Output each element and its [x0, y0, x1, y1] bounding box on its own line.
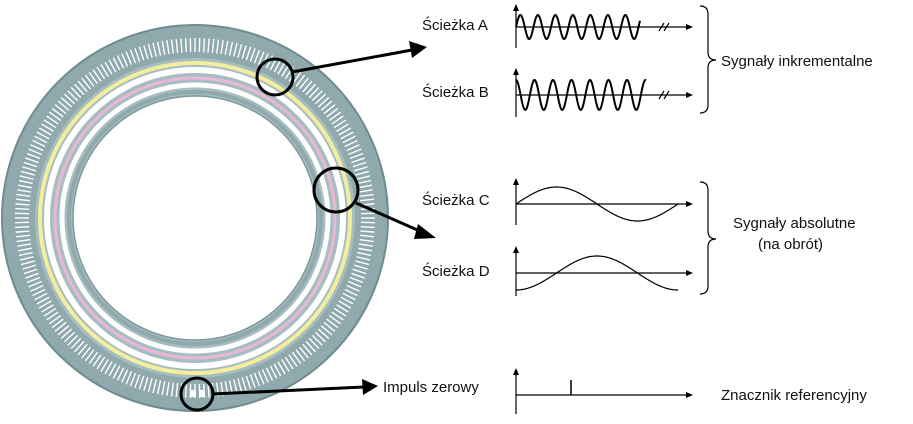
arrow-reference-head: [362, 379, 378, 395]
tick-mark: [204, 38, 205, 52]
label-track-b: Ścieżka B: [422, 83, 489, 101]
group-absolute-line1: Sygnały absolutne: [733, 215, 856, 232]
tick-mark: [361, 227, 375, 228]
brace-incremental: [700, 6, 716, 113]
tick-mark: [186, 384, 187, 398]
reference-y-arrow: [513, 368, 519, 375]
label-zero-pulse: Impuls zerowy: [383, 379, 479, 396]
track-c-y-arrow: [513, 178, 519, 185]
reference-mark-right: [199, 390, 204, 397]
track-b-y-arrow: [513, 68, 519, 75]
signal-plots: [513, 4, 693, 414]
track-a-y-arrow: [513, 4, 519, 11]
tick-mark: [186, 38, 187, 52]
braces: [700, 6, 716, 294]
track-a-x-arrow: [686, 24, 693, 30]
arrow-incremental: [292, 50, 412, 72]
tick-mark: [15, 209, 29, 210]
disk-hole: [73, 96, 317, 340]
group-incremental: Sygnały inkrementalne: [721, 53, 873, 70]
arrow-incremental-head: [409, 41, 427, 58]
group-reference: Znacznik referencyjny: [721, 387, 867, 404]
track-d-y-arrow: [513, 246, 519, 253]
reference-x-arrow: [686, 392, 693, 398]
reference-mark-left: [191, 390, 196, 397]
tick-mark: [15, 227, 29, 228]
track-c-x-arrow: [686, 201, 693, 207]
arrow-absolute-head: [414, 224, 436, 239]
track-b-x-arrow: [686, 92, 693, 98]
encoder-disk: [2, 25, 388, 411]
label-track-d: Ścieżka D: [422, 262, 490, 280]
brace-absolute: [700, 182, 716, 294]
label-track-a: Ścieżka A: [422, 16, 488, 34]
label-track-c: Ścieżka C: [422, 191, 490, 209]
group-absolute-line2: (na obrót): [758, 236, 823, 253]
track-d-x-arrow: [686, 270, 693, 276]
